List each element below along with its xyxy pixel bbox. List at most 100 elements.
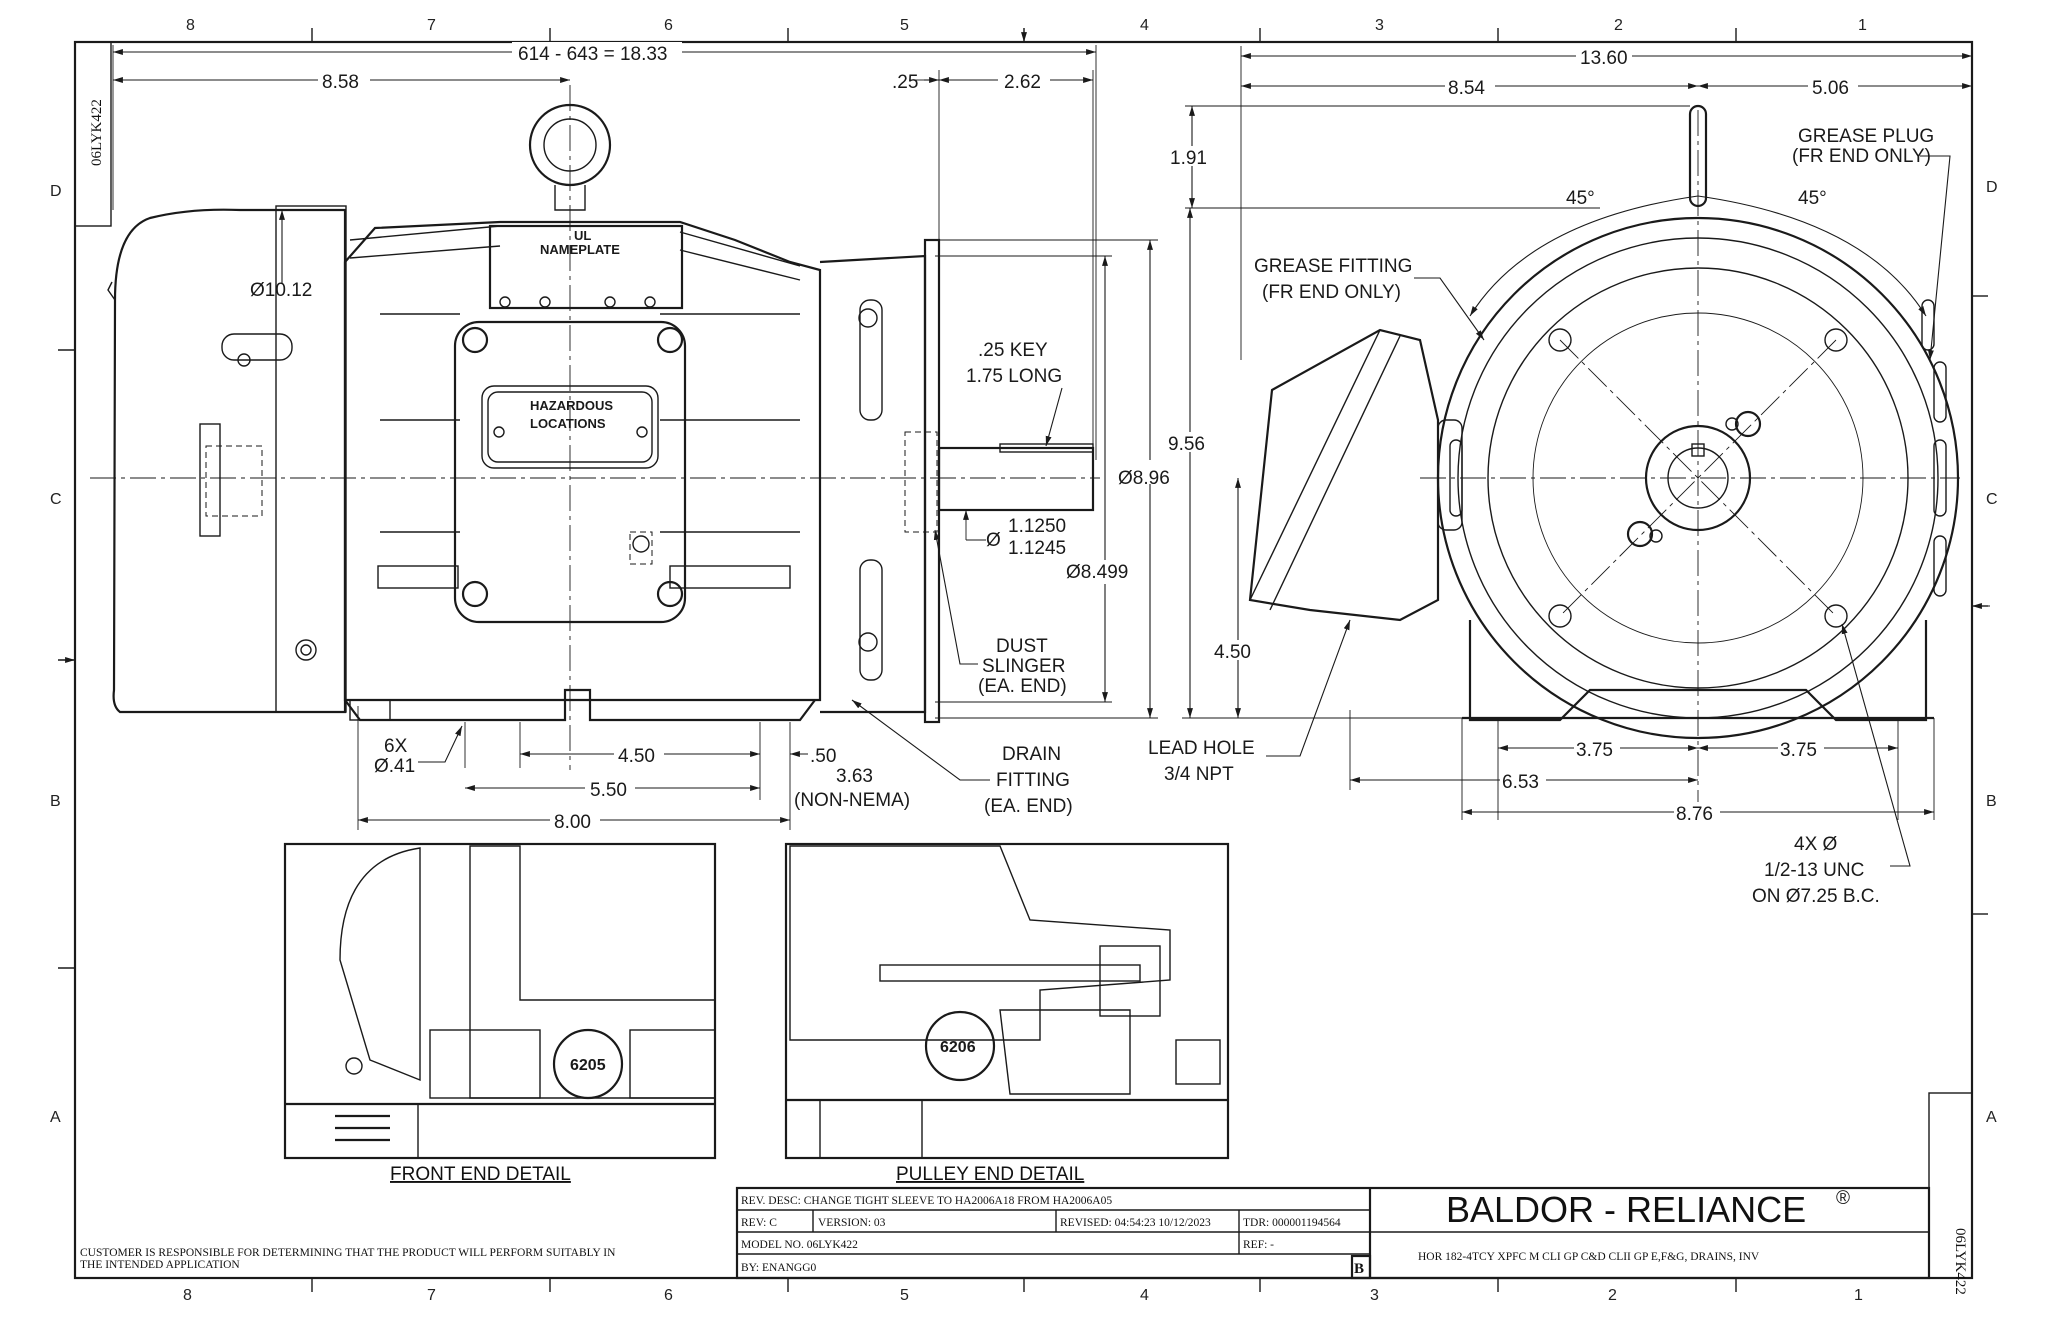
grease-fitting-note: (FR END ONLY) — [1262, 282, 1401, 303]
pulley-bearing-label: 6206 — [940, 1039, 976, 1056]
lead-hole-size: 3/4 NPT — [1164, 764, 1234, 785]
dim-0-41: Ø.41 — [374, 756, 415, 777]
holes-count: 4X Ø — [1794, 834, 1838, 855]
holes-bolt-circle: ON Ø7.25 B.C. — [1752, 886, 1880, 907]
shaft-dia-symbol: Ø — [986, 530, 1001, 551]
dim-8-76: 8.76 — [1676, 804, 1713, 825]
dim-6x: 6X — [384, 736, 408, 757]
non-nema-label: (NON-NEMA) — [794, 790, 910, 811]
slinger-label: SLINGER — [982, 656, 1065, 677]
hazardous-label: HAZARDOUS — [530, 398, 613, 413]
col-top-5: 5 — [900, 17, 909, 34]
registered-mark: ® — [1836, 1188, 1850, 1209]
drain-each-end-label: (EA. END) — [984, 796, 1073, 817]
dim-5-06: 5.06 — [1812, 78, 1849, 99]
dim-9-56: 9.56 — [1168, 434, 1205, 455]
dim-0-50: .50 — [810, 746, 836, 767]
locations-label: LOCATIONS — [530, 416, 606, 431]
dim-5-50: 5.50 — [590, 780, 627, 801]
key-label: .25 KEY — [978, 340, 1048, 361]
title-block: REV. DESC: CHANGE TIGHT SLEEVE TO HA2006… — [735, 1186, 1931, 1280]
side-view-dimensions: 614 - 643 = 18.33 8.58 .25 2.62 Ø10.12 .… — [112, 42, 1196, 833]
row-right-b: B — [1986, 793, 1997, 810]
col-top-6: 6 — [664, 17, 673, 34]
dim-1-91: 1.91 — [1170, 148, 1207, 169]
row-left-d: D — [50, 183, 62, 200]
row-left-c: C — [50, 491, 62, 508]
dim-2-62: 2.62 — [1004, 72, 1041, 93]
col-top-1: 1 — [1858, 17, 1867, 34]
side-stamp-right: 06LYK422 — [1952, 1228, 1968, 1295]
dim-3-75-left: 3.75 — [1576, 740, 1613, 761]
drain-label: DRAIN — [1002, 744, 1061, 765]
model-number: MODEL NO. 06LYK422 — [741, 1239, 858, 1251]
ul-label: UL — [574, 228, 591, 243]
grease-plug-label: GREASE PLUG — [1798, 126, 1934, 147]
motor-end-view — [1248, 104, 1960, 820]
row-left-a: A — [50, 1109, 61, 1126]
each-end-label: (EA. END) — [978, 676, 1067, 697]
holes-thread: 1/2-13 UNC — [1764, 860, 1864, 881]
dim-13-60: 13.60 — [1580, 48, 1628, 69]
col-bottom-1: 1 — [1854, 1287, 1863, 1304]
dim-8-54: 8.54 — [1448, 78, 1485, 99]
row-left-b: B — [50, 793, 61, 810]
shaft-dia-min: 1.1245 — [1008, 538, 1066, 559]
dim-8-96: Ø8.96 — [1118, 468, 1170, 489]
end-view-dimensions: 13.60 8.54 5.06 1.91 9.56 4.50 45° 45° G… — [1148, 46, 1972, 907]
col-top-2: 2 — [1614, 17, 1623, 34]
grease-plug-note: (FR END ONLY) — [1792, 146, 1931, 167]
zone-labels: 8 7 6 5 4 3 2 1 8 7 6 5 4 3 2 1 D C B A … — [50, 17, 1998, 1304]
col-top-3: 3 — [1375, 17, 1384, 34]
side-stamp: 06LYK422 — [89, 99, 105, 166]
angle-left: 45° — [1566, 188, 1595, 209]
grease-fitting-label: GREASE FITTING — [1254, 256, 1412, 277]
row-right-d: D — [1986, 179, 1998, 196]
col-bottom-7: 7 — [427, 1287, 436, 1304]
tdr-number: TDR: 000001194564 — [1243, 1217, 1341, 1229]
dim-10-12: Ø10.12 — [250, 280, 312, 301]
company-name: BALDOR - RELIANCE — [1446, 1189, 1806, 1230]
fitting-label: FITTING — [996, 770, 1070, 791]
col-bottom-2: 2 — [1608, 1287, 1617, 1304]
nameplate-label: NAMEPLATE — [540, 242, 620, 257]
row-right-a: A — [1986, 1109, 1997, 1126]
col-bottom-6: 6 — [664, 1287, 673, 1304]
col-bottom-8: 8 — [183, 1287, 192, 1304]
dim-8-00: 8.00 — [554, 812, 591, 833]
dim-6-53: 6.53 — [1502, 772, 1539, 793]
pulley-end-detail: 6206 PULLEY END DETAIL — [784, 842, 1230, 1185]
col-bottom-3: 3 — [1370, 1287, 1379, 1304]
disclaimer-line-2: THE INTENDED APPLICATION — [80, 1259, 240, 1271]
dim-4-50: 4.50 — [618, 746, 655, 767]
col-top-4: 4 — [1140, 17, 1149, 34]
col-top-7: 7 — [427, 17, 436, 34]
lead-hole-label: LEAD HOLE — [1148, 738, 1255, 759]
revised-timestamp: REVISED: 04:54:23 10/12/2023 — [1060, 1217, 1211, 1229]
motor-description: HOR 182-4TCY XPFC M CLI GP C&D CLII GP E… — [1418, 1251, 1760, 1263]
col-top-8: 8 — [186, 17, 195, 34]
dim-0-25: .25 — [892, 72, 918, 93]
angle-right: 45° — [1798, 188, 1827, 209]
motor-side-view: UL NAMEPLATE HAZARDOUS LOCATIONS — [90, 85, 1100, 770]
disclaimer-line-1: CUSTOMER IS RESPONSIBLE FOR DETERMINING … — [80, 1247, 616, 1259]
dim-8-499: Ø8.499 — [1066, 562, 1128, 583]
drawn-by: BY: ENANGG0 — [741, 1262, 817, 1274]
dim-3-63: 3.63 — [836, 766, 873, 787]
dim-4-50-height: 4.50 — [1214, 642, 1251, 663]
reference: REF: - — [1243, 1239, 1274, 1251]
key-length-label: 1.75 LONG — [966, 366, 1062, 387]
front-detail-caption: FRONT END DETAIL — [390, 1164, 571, 1185]
dim-overall: 614 - 643 = 18.33 — [518, 44, 668, 65]
dust-label: DUST — [996, 636, 1048, 657]
col-bottom-4: 4 — [1140, 1287, 1149, 1304]
front-end-detail: 6205 FRONT END DETAIL — [283, 842, 717, 1185]
pulley-detail-caption: PULLEY END DETAIL — [896, 1164, 1084, 1185]
revision: REV: C — [741, 1217, 777, 1229]
shaft-dia-max: 1.1250 — [1008, 516, 1066, 537]
dim-8-58: 8.58 — [322, 72, 359, 93]
row-right-c: C — [1986, 491, 1998, 508]
version: VERSION: 03 — [818, 1217, 886, 1229]
front-bearing-label: 6205 — [570, 1057, 606, 1074]
